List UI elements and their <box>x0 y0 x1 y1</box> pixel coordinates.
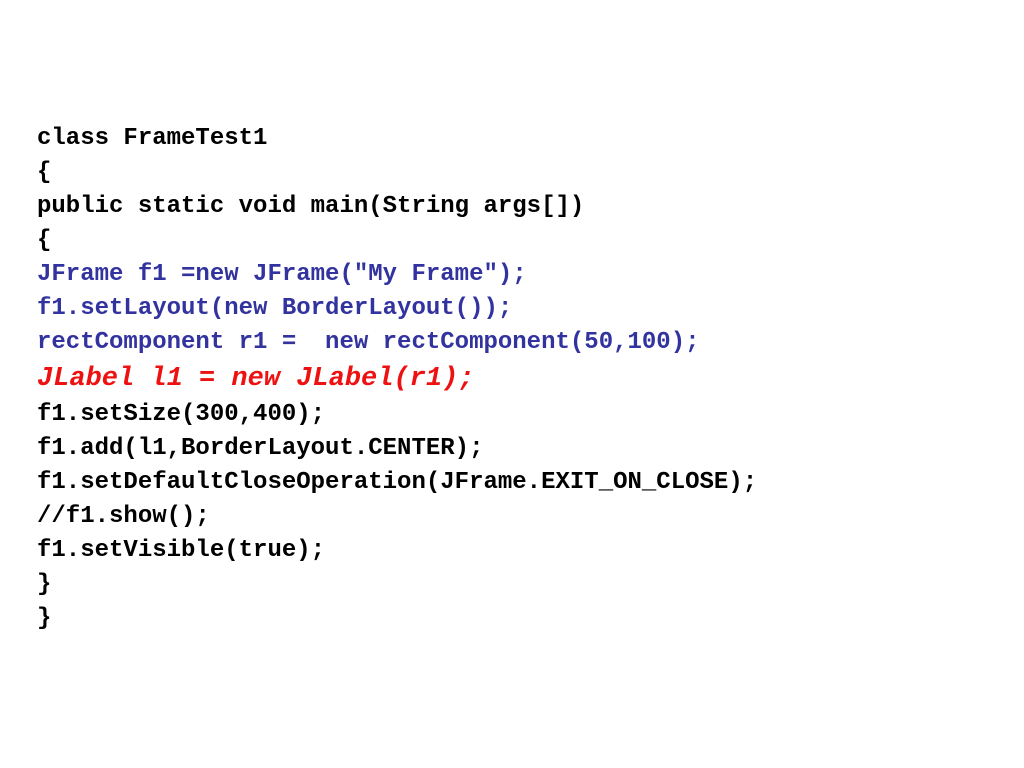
code-block: class FrameTest1 { public static void ma… <box>37 122 757 636</box>
code-line-8-highlighted: JLabel l1 = new JLabel(r1); <box>37 364 475 394</box>
code-line-5: JFrame f1 =new JFrame("My Frame"); <box>37 261 527 288</box>
code-line-13: f1.setVisible(true); <box>37 537 326 564</box>
code-line-14: } <box>37 571 52 598</box>
code-line-10: f1.add(l1,BorderLayout.CENTER); <box>37 435 484 462</box>
code-line-2: { <box>37 159 52 186</box>
code-line-7: rectComponent r1 = new rectComponent(50,… <box>37 329 700 356</box>
code-line-9: f1.setSize(300,400); <box>37 401 326 428</box>
code-line-3: public static void main(String args[]) <box>37 193 585 220</box>
code-line-15: } <box>37 605 52 632</box>
code-line-12: //f1.show(); <box>37 503 210 530</box>
code-line-1: class FrameTest1 <box>37 125 268 152</box>
code-line-6: f1.setLayout(new BorderLayout()); <box>37 295 513 322</box>
code-line-4: { <box>37 227 52 254</box>
code-line-11: f1.setDefaultCloseOperation(JFrame.EXIT_… <box>37 469 758 496</box>
